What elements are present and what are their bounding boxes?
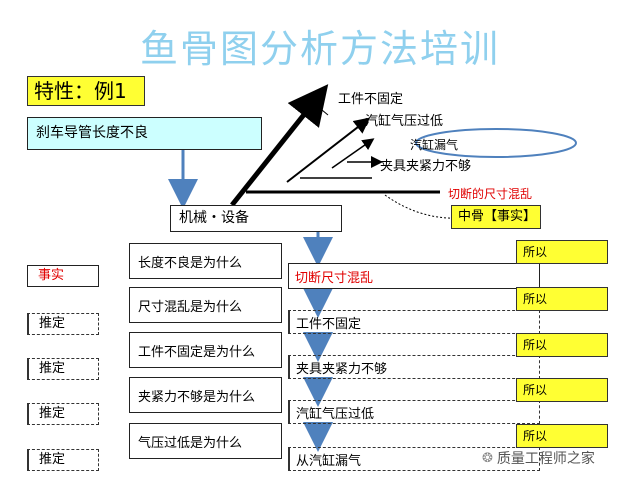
- so-label-2: 所以: [516, 287, 608, 311]
- characteristic-label: 特性：例1: [27, 76, 145, 106]
- main-bone: [230, 84, 329, 207]
- bone-label-5: 切断的尺寸混乱: [448, 187, 533, 201]
- question-box-3: 工件不固定是为什么: [129, 332, 282, 368]
- left-label-guess-2: 推定: [27, 358, 99, 380]
- answer-box-4: 汽缸气压过低: [288, 400, 540, 424]
- highlight-ellipse: [415, 128, 577, 158]
- answer-box-1: 切断尺寸混乱: [288, 263, 540, 289]
- answer-box-5: 从汽缸漏气: [288, 447, 540, 471]
- question-box-1: 长度不良是为什么: [129, 243, 282, 279]
- bone-label-1: 工件不固定: [338, 92, 404, 107]
- so-label-3: 所以: [516, 333, 608, 357]
- question-box-2: 尺寸混乱是为什么: [129, 287, 282, 323]
- answer-box-3: 夹具夹紧力不够: [288, 355, 540, 379]
- left-label-guess-3: 推定: [27, 403, 99, 425]
- watermark-text: 质量工程师之家: [496, 451, 595, 467]
- page-title: 鱼骨图分析方法培训: [139, 27, 500, 71]
- bone-label-2: 汽缸气压过低: [365, 114, 444, 129]
- question-box-4: 夹紧力不够是为什么: [129, 377, 282, 413]
- wechat-icon: ❂: [482, 450, 493, 466]
- bone-label-4: 夹具夹紧力不够: [380, 159, 472, 174]
- question-box-5: 气压过低是为什么: [129, 423, 282, 459]
- so-label-5: 所以: [516, 424, 608, 448]
- left-label-guess-1: 推定: [27, 313, 99, 335]
- major-bone-box: 机械・设备: [170, 205, 342, 232]
- problem-box: 刹车导管长度不良: [27, 117, 262, 150]
- so-label-1: 所以: [516, 240, 608, 264]
- answer-box-2: 工件不固定: [288, 310, 540, 334]
- so-label-4: 所以: [516, 378, 608, 402]
- bone-label-3: 汽缸漏气: [410, 138, 459, 152]
- left-label-fact: 事实: [27, 265, 99, 287]
- watermark: ❂ 质量工程师之家: [482, 447, 632, 469]
- left-label-guess-4: 推定: [27, 449, 99, 471]
- mid-bone-label: 中骨【事实】: [451, 205, 541, 229]
